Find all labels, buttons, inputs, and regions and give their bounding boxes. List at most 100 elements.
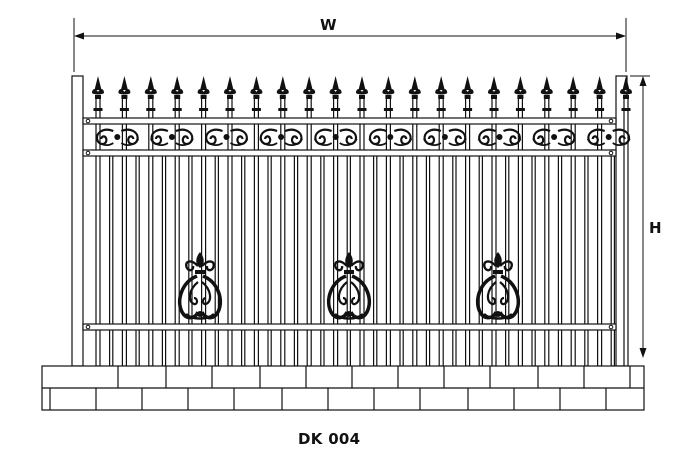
spear-tip bbox=[358, 76, 366, 90]
intermediate-bar-17 bbox=[531, 149, 536, 367]
scroll-right-lower bbox=[557, 138, 576, 146]
spear-finial-18 bbox=[540, 76, 553, 111]
scroll-panel-7 bbox=[423, 128, 467, 146]
lyre-top-curl-right bbox=[499, 260, 513, 272]
lyre-arm-left bbox=[326, 274, 349, 320]
spear-finials bbox=[92, 76, 632, 111]
rail-rivet-2-1 bbox=[608, 324, 614, 330]
spear-finial-14 bbox=[435, 76, 448, 111]
scroll-left-lower bbox=[259, 138, 278, 146]
dimension-lines bbox=[73, 18, 650, 358]
scroll-left-lower bbox=[368, 138, 387, 146]
scroll-panel-6 bbox=[368, 128, 413, 146]
width-arrow-right bbox=[616, 32, 626, 40]
scroll-panel-5 bbox=[313, 128, 358, 146]
spear-tip bbox=[569, 76, 577, 90]
spear-tip bbox=[120, 76, 128, 90]
fence-rails bbox=[82, 117, 617, 331]
spear-knuckle bbox=[121, 95, 128, 99]
scroll-left-lower bbox=[313, 138, 333, 146]
spear-knuckle bbox=[385, 95, 392, 99]
scroll-center-knob bbox=[332, 134, 339, 140]
spear-ring bbox=[436, 108, 446, 111]
stone-base-wall bbox=[41, 365, 645, 411]
spear-finial-13 bbox=[408, 76, 421, 111]
scroll-center-knob bbox=[168, 134, 175, 140]
spear-knuckle bbox=[623, 95, 629, 99]
spear-tip bbox=[437, 76, 445, 90]
spear-tip bbox=[173, 76, 181, 90]
scroll-panel-4 bbox=[259, 128, 303, 146]
lyre-inner-curl-right bbox=[201, 281, 212, 306]
spear-knuckle bbox=[279, 95, 286, 99]
spear-ring bbox=[410, 108, 420, 111]
spear-ring bbox=[331, 108, 341, 111]
scroll-right-lower bbox=[339, 138, 358, 146]
spear-ring bbox=[251, 108, 261, 111]
lyre-arm-right bbox=[200, 274, 223, 320]
spear-finial-6 bbox=[224, 76, 236, 111]
intermediate-bar-9 bbox=[320, 149, 325, 367]
spear-finial-1 bbox=[92, 76, 104, 111]
scroll-panel-9 bbox=[532, 128, 576, 146]
spear-tip bbox=[516, 76, 524, 90]
spear-collar bbox=[593, 89, 606, 95]
spear-tip bbox=[147, 76, 155, 90]
spear-collar bbox=[118, 89, 131, 95]
rail-rivet-1-0 bbox=[85, 150, 91, 156]
rail-rivet-0-1 bbox=[608, 118, 614, 124]
spear-finial-11 bbox=[356, 76, 368, 111]
lyre-collar bbox=[493, 270, 503, 274]
lyre-inner-curl-left bbox=[337, 281, 348, 306]
intermediate-bar-7 bbox=[267, 149, 272, 367]
spear-finial-16 bbox=[488, 76, 500, 111]
intermediate-bar-3 bbox=[161, 149, 167, 367]
model-label: DK 004 bbox=[298, 430, 361, 448]
spear-finial-3 bbox=[144, 76, 157, 111]
rail-rivet-2-0 bbox=[85, 324, 91, 330]
lyre-base bbox=[334, 312, 364, 320]
height-arrow-top bbox=[639, 76, 647, 86]
intermediate-bar-1 bbox=[108, 149, 114, 367]
spear-collar bbox=[488, 89, 500, 95]
scroll-panel-3 bbox=[204, 128, 249, 146]
rail-rivet-1-1 bbox=[608, 150, 614, 156]
spear-finial-17 bbox=[514, 76, 527, 111]
scroll-center-knob bbox=[551, 134, 558, 140]
spear-knuckle bbox=[306, 95, 313, 99]
spear-ring bbox=[172, 108, 182, 111]
intermediate-bar-11 bbox=[373, 149, 378, 367]
spear-knuckle bbox=[200, 95, 207, 99]
lyre-top-curl-left bbox=[334, 260, 348, 272]
spear-knuckle bbox=[174, 95, 181, 99]
lyre-top-curl-right bbox=[201, 260, 215, 272]
top-scroll-band bbox=[95, 128, 631, 146]
spear-finial-10 bbox=[329, 76, 342, 111]
scroll-center-knob bbox=[605, 134, 612, 140]
intermediate-bar-6 bbox=[241, 149, 246, 367]
intermediate-bar-15 bbox=[478, 149, 484, 367]
spear-finial-5 bbox=[197, 76, 210, 111]
spear-knuckle bbox=[359, 95, 365, 99]
spear-tip bbox=[490, 76, 498, 90]
lyre-base bbox=[483, 312, 513, 320]
scroll-panel-10 bbox=[586, 128, 631, 146]
lyre-top-curl-right bbox=[350, 260, 364, 272]
width-arrow-left bbox=[74, 32, 84, 40]
spear-finial-19 bbox=[567, 76, 580, 111]
spear-knuckle bbox=[491, 95, 497, 99]
lyre-top-curl-left bbox=[483, 260, 497, 272]
spear-finial-15 bbox=[461, 76, 474, 111]
spear-collar bbox=[408, 89, 421, 95]
spear-ring bbox=[278, 108, 288, 111]
intermediate-bar-12 bbox=[399, 149, 404, 367]
lyre-arm-right bbox=[498, 274, 521, 320]
height-label: H bbox=[649, 219, 662, 237]
spear-tip bbox=[252, 76, 260, 90]
spear-knuckle bbox=[438, 95, 445, 99]
spear-collar bbox=[276, 89, 289, 95]
spear-knuckle bbox=[227, 95, 233, 99]
scroll-right-lower bbox=[175, 138, 194, 146]
spear-collar bbox=[514, 89, 527, 95]
scroll-right-lower bbox=[120, 138, 140, 146]
